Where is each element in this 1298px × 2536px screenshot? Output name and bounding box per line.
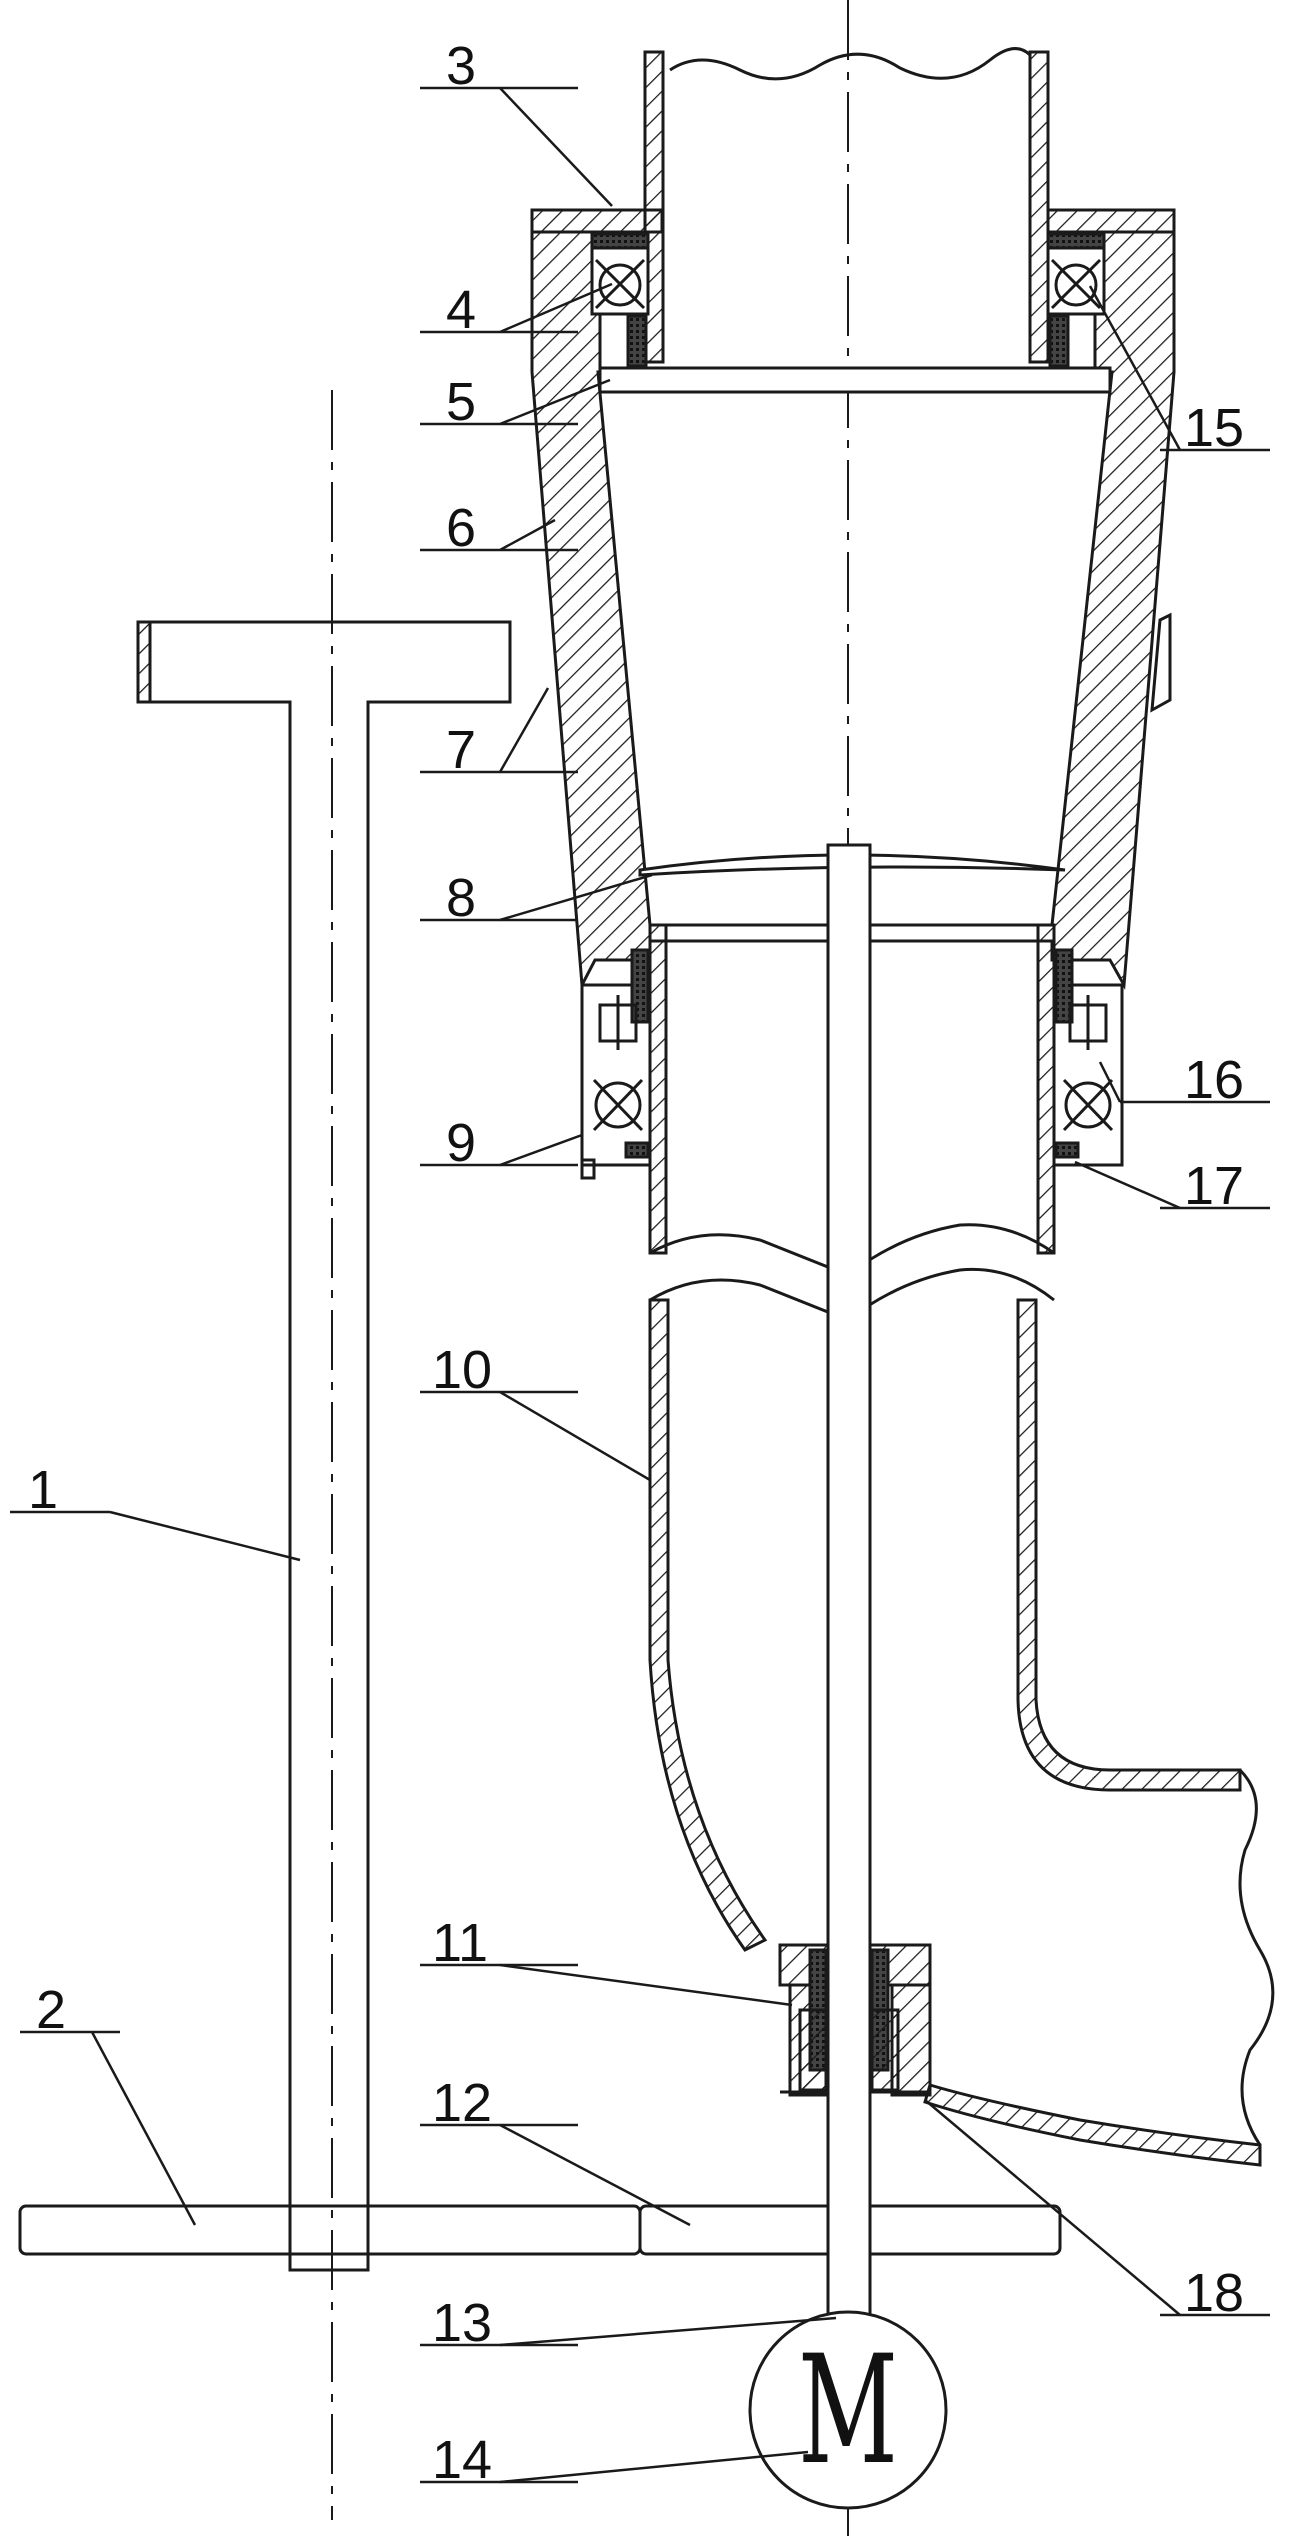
label-17: 17 [1184, 1156, 1244, 1216]
support-post [136, 620, 512, 2272]
label-6: 6 [446, 498, 476, 558]
label-12: 12 [432, 2073, 492, 2133]
top-cover [530, 208, 1176, 234]
label-3: 3 [446, 36, 476, 96]
callout-labels: 3 4 5 6 7 8 9 10 1 11 2 12 13 14 15 16 1… [28, 36, 1244, 2498]
elbow-pipe [648, 1298, 1275, 2167]
motor [748, 2310, 948, 2510]
label-16: 16 [1184, 1050, 1244, 1110]
base-plate [18, 2204, 1062, 2256]
label-15: 15 [1184, 398, 1244, 458]
inlet-pipe [643, 47, 1050, 364]
callout-leaders [10, 86, 1270, 2484]
label-4: 4 [446, 280, 476, 340]
label-10: 10 [432, 1340, 492, 1400]
label-14: 14 [432, 2430, 492, 2490]
lower-bearing-right [1052, 948, 1124, 1167]
drive-shaft [826, 843, 872, 2327]
label-8: 8 [446, 868, 476, 928]
label-2: 2 [36, 1980, 66, 2040]
label-18: 18 [1184, 2263, 1244, 2323]
label-13: 13 [432, 2293, 492, 2353]
label-11: 11 [432, 1913, 488, 1973]
upper-bearing-left [590, 232, 650, 368]
upper-plate [598, 366, 1112, 394]
label-1: 1 [28, 1460, 58, 1520]
lower-bearing-left [580, 948, 652, 1180]
label-5: 5 [446, 372, 476, 432]
label-9: 9 [446, 1113, 476, 1173]
upper-bearing-right [1046, 232, 1106, 368]
motor-symbol: M [798, 2324, 898, 2498]
label-7: 7 [446, 720, 476, 780]
